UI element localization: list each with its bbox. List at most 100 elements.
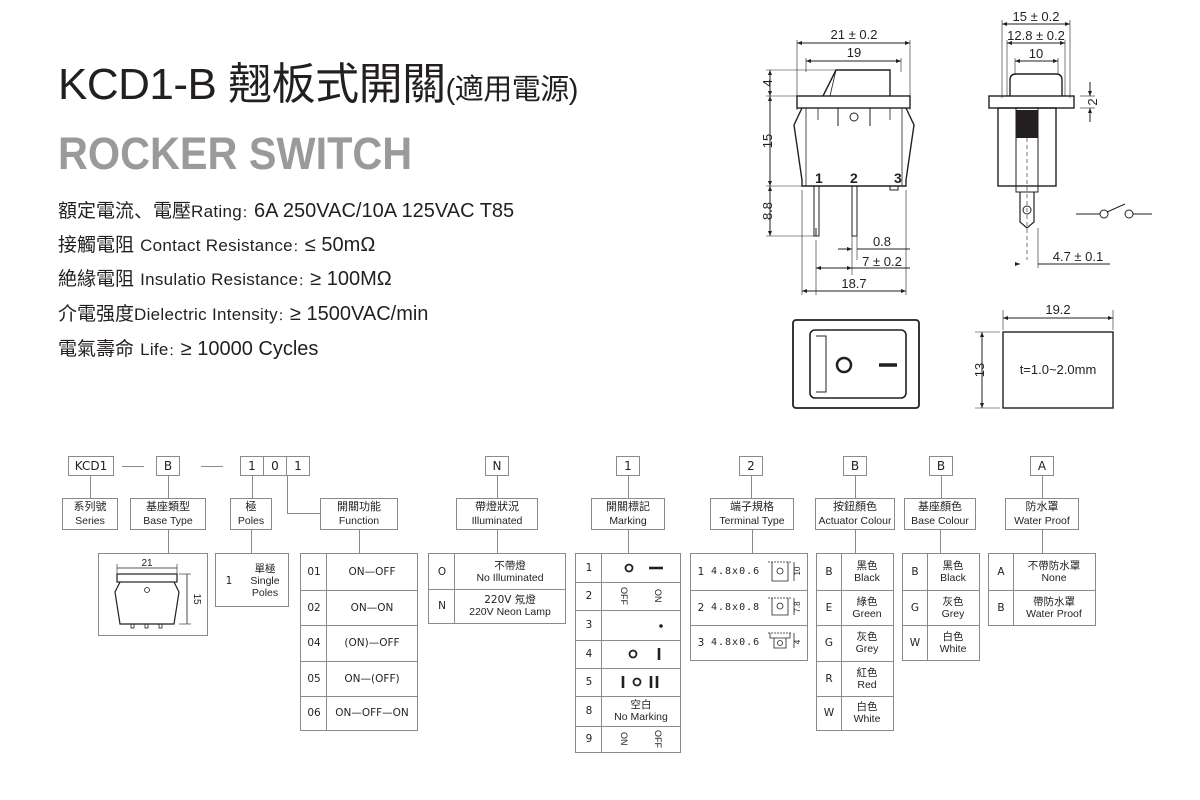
option-code: B: [825, 566, 833, 578]
spec-label-en: Insulatio Resistance: [140, 270, 299, 289]
title-paren: (適用電源): [445, 74, 579, 106]
option-cn: 白色: [856, 701, 878, 713]
option-code: 05: [307, 672, 321, 685]
spec-value: ≥ 1500VAC/min: [289, 303, 429, 325]
option-code: 4: [585, 648, 593, 660]
marking-off-label: OFF: [653, 730, 663, 748]
dim-h4: 4: [760, 79, 775, 86]
spec-rating: 額定電流、電壓Rating：6A 250VAC/10A 125VAC T85: [58, 198, 514, 226]
connector: [497, 530, 498, 554]
option-en: Water Proof: [1026, 607, 1082, 620]
option-code: G: [910, 601, 920, 614]
marking-on-label: ON: [653, 589, 663, 603]
row-divider: [817, 590, 893, 591]
spec-value: 6A 250VAC/10A 125VAC T85: [253, 200, 515, 222]
option-code: A: [997, 566, 1005, 578]
connector: [168, 476, 169, 498]
option-code: 3: [697, 636, 705, 649]
pin-2-label: 2: [850, 170, 858, 186]
row-divider: [691, 590, 807, 591]
row-divider: [301, 625, 417, 626]
spec-value: ≤ 50mΩ: [304, 234, 376, 256]
spec-value: ≥ 100MΩ: [310, 268, 392, 290]
spec-insulation-resistance: 絶緣電阻 Insulatio Resistance：≥ 100MΩ: [58, 266, 392, 294]
code-box-water: A: [1030, 456, 1054, 476]
column-divider: [1013, 554, 1014, 625]
dim-s47: 4.7 ± 0.1: [1053, 249, 1104, 264]
base-type-sketch: 21 15: [114, 558, 202, 629]
dim-08: 0.8: [873, 234, 891, 249]
option-code: 04: [307, 637, 321, 649]
dim-187: 18.7: [841, 276, 866, 291]
code-box-marking: 1: [616, 456, 640, 476]
connector: [90, 476, 91, 498]
option-row: 1: [576, 554, 680, 582]
connector: [1042, 530, 1043, 554]
row-divider: [301, 696, 417, 697]
category-cn: 基座顏色: [918, 500, 962, 513]
category-cn: 極: [245, 500, 257, 513]
option-en: No Illuminated: [476, 571, 544, 584]
option-code: R: [825, 672, 833, 685]
option-cn: 220V 氖燈: [484, 594, 536, 606]
marking-on-label: ON: [619, 732, 629, 746]
connector: [628, 476, 629, 498]
base-type-option: 21 15: [98, 553, 208, 636]
option-en: No Marking: [614, 711, 668, 723]
spec-label-en: Contact Resistance: [140, 236, 293, 255]
terminal-sketch-1: 10: [768, 561, 802, 582]
option-code: B: [911, 566, 919, 578]
connector: [287, 513, 320, 514]
option-code: G: [824, 637, 834, 649]
option-en: White: [939, 642, 967, 655]
category-en: Actuator Colour: [818, 515, 892, 527]
column-divider: [601, 554, 602, 752]
spec-sep: ：: [277, 309, 290, 323]
row-divider: [989, 590, 1095, 591]
row-divider: [903, 590, 979, 591]
row-divider: [576, 668, 680, 669]
connector: [751, 476, 752, 498]
option-code: 3: [585, 619, 593, 631]
code-dash: [201, 466, 223, 467]
pin-3-label: 3: [894, 170, 902, 186]
terminal-sketch-3: 4: [768, 632, 802, 648]
base-type-width: 21: [141, 558, 153, 569]
category-en: Water Proof: [1014, 515, 1070, 527]
option-code: 06: [307, 707, 321, 719]
dim-h88: 8.8: [760, 202, 775, 220]
dim-s128: 12.8 ± 0.2: [1007, 28, 1065, 43]
option-code: O: [437, 565, 447, 578]
category-cn: 開關標記: [606, 500, 650, 513]
row-divider: [576, 640, 680, 641]
option-en: Grey: [855, 643, 879, 655]
spec-label-cn: 額定電流、電壓: [58, 200, 192, 222]
dim-h15: 15: [760, 134, 775, 148]
connector: [855, 476, 856, 498]
option-cn: 單極: [254, 563, 276, 575]
terminal-height: 4: [793, 639, 802, 644]
dim-c13: 13: [972, 363, 987, 377]
category-en: Base Colour: [911, 515, 969, 527]
code-box-series: KCD1: [68, 456, 114, 476]
spec-label-en: Rating: [191, 202, 242, 221]
category-cn: 開關功能: [337, 500, 381, 513]
panel-cutout: [975, 310, 1114, 409]
connector: [287, 476, 288, 513]
dim-7: 7 ± 0.2: [862, 254, 902, 269]
option-cn: 不帶防水罩: [1027, 560, 1081, 572]
connector: [252, 476, 253, 498]
spec-sep: ：: [292, 240, 305, 254]
option-value: ON—OFF—ON: [335, 707, 409, 719]
